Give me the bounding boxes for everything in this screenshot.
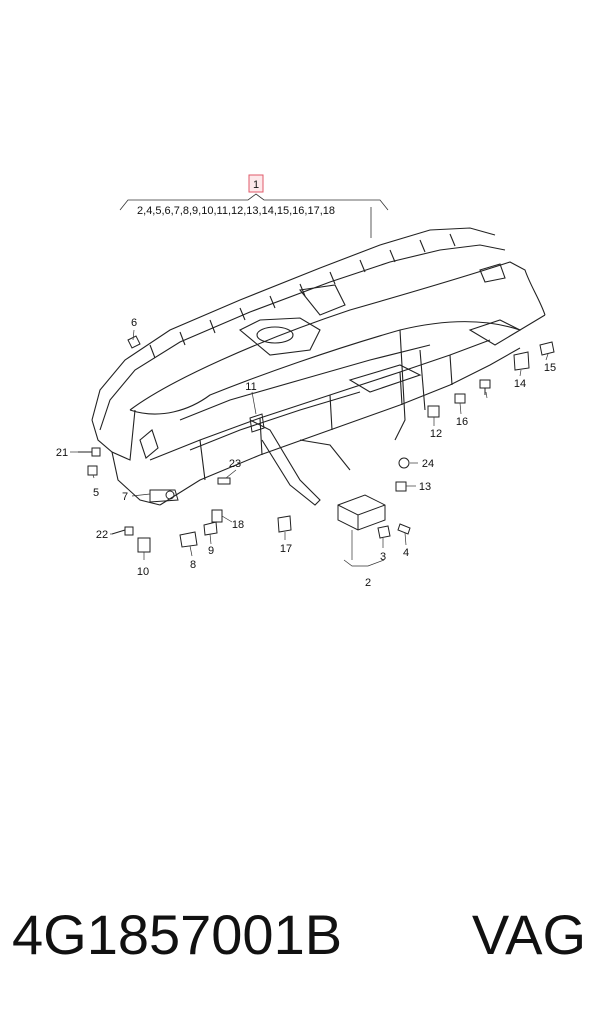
main-callout: 1 — [248, 174, 264, 193]
callout-22: 23 — [229, 458, 241, 470]
footer: 4G1857001B VAG — [0, 890, 600, 980]
callout-16: 16 — [456, 416, 468, 428]
callout-12: 12 — [430, 428, 442, 440]
callout-9: 9 — [208, 545, 214, 557]
callout-14: 14 — [514, 378, 526, 390]
leader-lines — [70, 329, 549, 567]
callout-4: 4 — [403, 547, 409, 559]
callout-3: 3 — [380, 551, 386, 563]
exploded-parts-diagram: 1 2,4,5,6,7,8,9,10,11,12,13,14,15,16,17,… — [56, 174, 556, 589]
callout-23: 24 — [422, 458, 434, 470]
callout-7: 7 — [122, 491, 128, 503]
callout-18: 18 — [232, 519, 244, 531]
callout-8: 8 — [190, 559, 196, 571]
callout-21: 22 — [96, 529, 108, 541]
dashboard-illustration — [91, 227, 546, 506]
callout-labels: 6 21 5 7 22 10 8 9 18 17 23 11 2 3 4 24 … — [56, 317, 556, 589]
callout-5: 5 — [93, 487, 99, 499]
subassembly-bracket — [119, 193, 389, 238]
callout-13: 13 — [419, 481, 431, 493]
callout-17: 17 — [280, 543, 292, 555]
callout-6: 6 — [131, 317, 137, 329]
callout-2: 2 — [365, 577, 371, 589]
callout-10: 10 — [137, 566, 149, 578]
callout-11: 11 — [245, 381, 256, 393]
brand-label: VAG — [471, 903, 586, 966]
main-callout-label: 1 — [253, 179, 259, 191]
part-number: 4G1857001B — [12, 903, 343, 966]
callout-15: 15 — [544, 362, 556, 374]
callout-20: 21 — [56, 447, 68, 459]
subassembly-list: 2,4,5,6,7,8,9,10,11,12,13,14,15,16,17,18 — [137, 205, 335, 217]
